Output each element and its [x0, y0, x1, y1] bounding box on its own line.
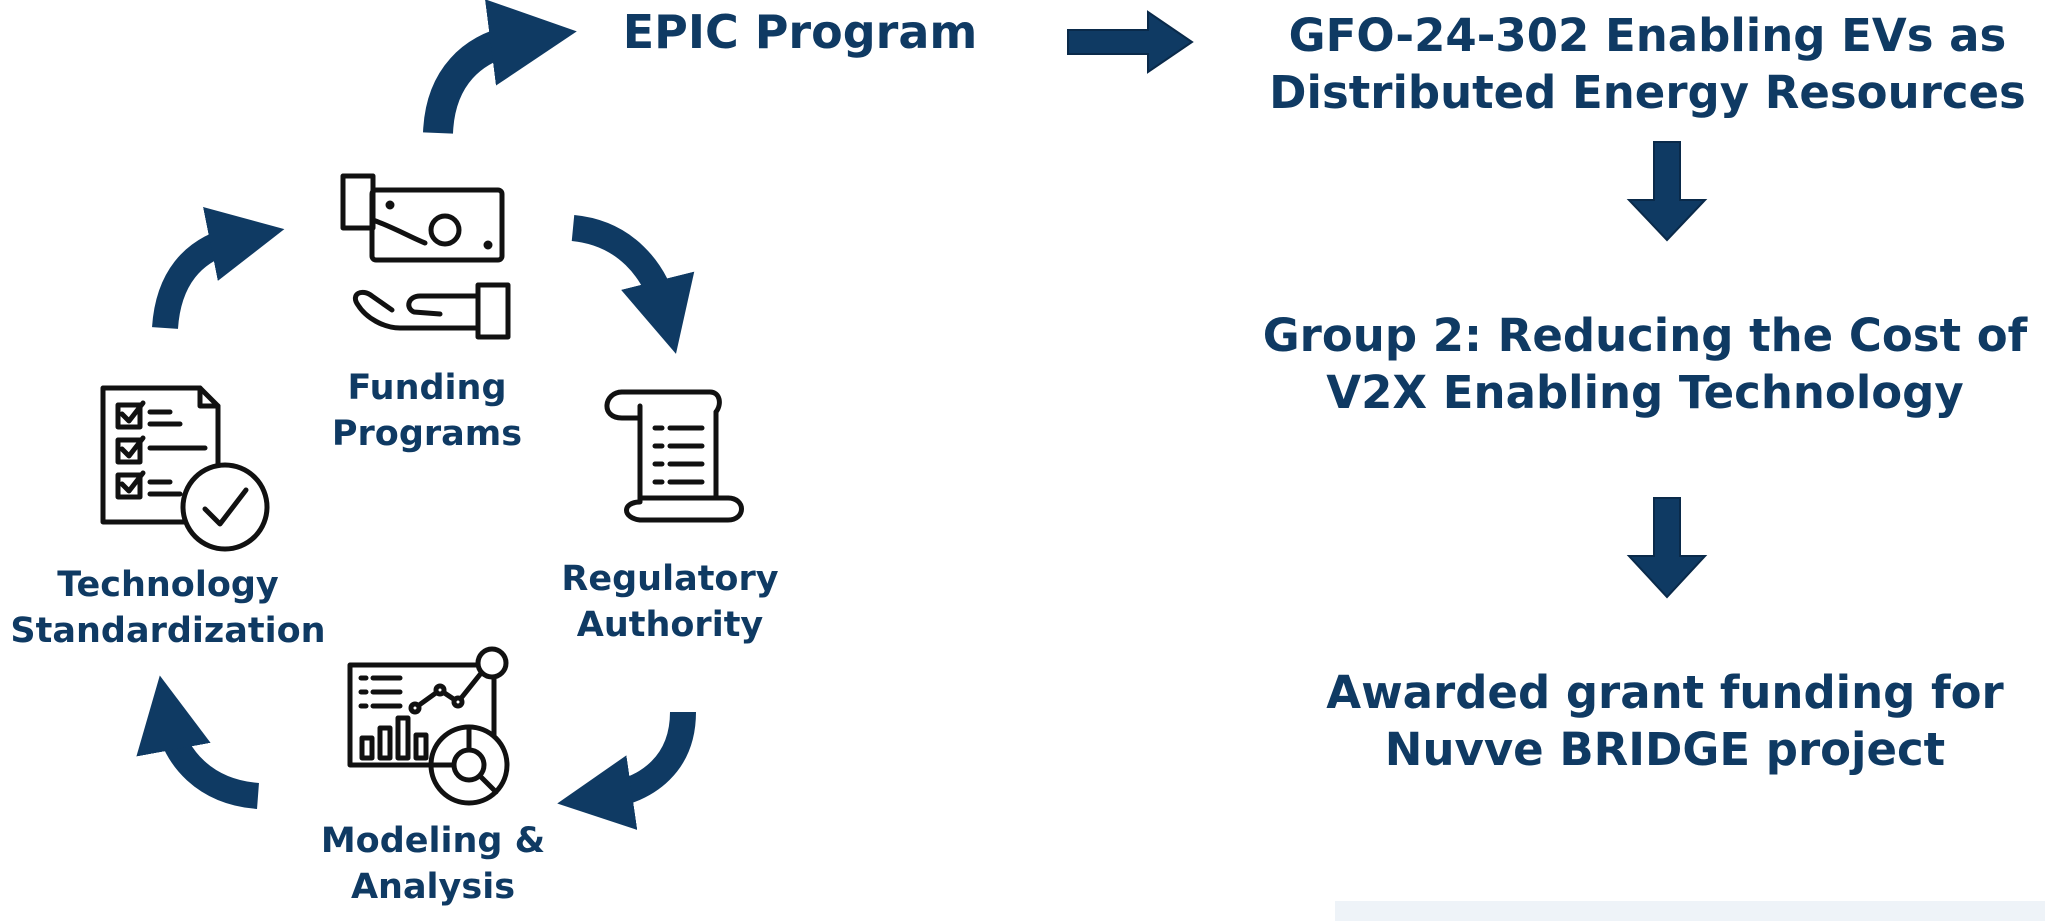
analytics-dashboard-icon — [347, 646, 510, 806]
regulatory-authority-line2: Authority — [576, 605, 764, 646]
money-hand-icon — [340, 173, 511, 340]
modeling-analysis-label: Modeling & Analysis — [313, 818, 553, 910]
technology-standardization-label: Technology Standardization — [8, 562, 328, 654]
scroll-icon — [604, 389, 744, 523]
curved-arrow-to-technology — [136, 675, 260, 809]
down-arrow-group2-to-award — [1626, 497, 1708, 599]
curved-arrow-to-modeling — [557, 711, 696, 830]
right-arrow-epic-to-gfo — [1067, 10, 1194, 74]
award-label: Awarded grant funding for Nuvve BRIDGE p… — [1270, 665, 2045, 778]
technology-standardization-line2: Standardization — [10, 611, 326, 652]
curved-arrow-to-funding — [152, 206, 285, 330]
regulatory-authority-line1: Regulatory — [561, 559, 779, 599]
curved-arrow-to-epic — [423, 0, 577, 135]
regulatory-authority-label: Regulatory Authority — [555, 556, 785, 648]
checklist-icon — [100, 385, 270, 552]
funding-programs-label: Funding Programs — [322, 365, 532, 457]
gfo-label: GFO-24-302 Enabling EVs as Distributed E… — [1250, 8, 2045, 121]
modeling-analysis-line2: Analysis — [350, 867, 516, 908]
bottom-decorative-band — [1335, 901, 2045, 921]
funding-programs-line2: Programs — [331, 414, 523, 455]
technology-standardization-line1: Technology — [57, 565, 279, 605]
down-arrow-gfo-to-group2 — [1626, 141, 1708, 242]
group2-line1: Group 2: Reducing the Cost of — [1262, 309, 2028, 362]
group2-line2: V2X Enabling Technology — [1326, 365, 1964, 419]
award-line1: Awarded grant funding for — [1326, 666, 2004, 719]
gfo-line1: GFO-24-302 Enabling EVs as — [1288, 9, 2007, 62]
gfo-line2: Distributed Energy Resources — [1269, 65, 2026, 119]
group2-label: Group 2: Reducing the Cost of V2X Enabli… — [1250, 308, 2040, 421]
funding-programs-line1: Funding — [347, 368, 507, 408]
modeling-analysis-line1: Modeling & — [320, 821, 546, 861]
epic-program-text: EPIC Program — [622, 5, 978, 59]
curved-arrow-to-regulatory — [571, 215, 695, 354]
award-line2: Nuvve BRIDGE project — [1384, 722, 1946, 776]
epic-program-label: EPIC Program — [600, 4, 1000, 62]
